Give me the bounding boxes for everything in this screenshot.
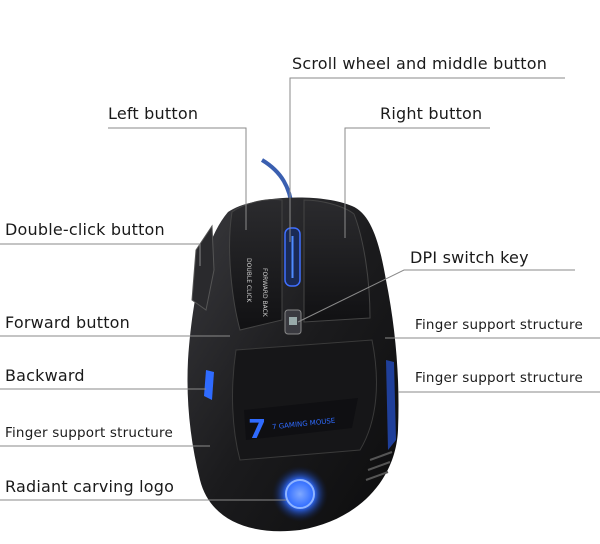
label-radiant-logo: Radiant carving logo	[5, 477, 175, 496]
logo-ring	[285, 479, 315, 509]
label-left-button: Left button	[108, 104, 199, 123]
left-button	[229, 199, 283, 331]
side-accent-left	[204, 370, 214, 400]
left-side-panel	[191, 224, 215, 311]
brand-strip	[244, 398, 358, 440]
label-scroll-wheel: Scroll wheel and middle button	[292, 54, 548, 73]
label-forward-button: Forward button	[5, 313, 131, 332]
side-accent-right	[386, 360, 396, 450]
logo-glow	[272, 466, 328, 522]
side-text-forward-back: FORWARD BACK	[261, 268, 268, 317]
label-right-button: Right button	[380, 104, 483, 123]
side-text-double-click: DOUBLE CLICK	[245, 258, 252, 303]
label-backward: Backward	[5, 366, 85, 385]
label-dpi-switch: DPI switch key	[410, 248, 529, 267]
dpi-key-cap	[289, 317, 297, 325]
label-double-click: Double-click button	[5, 220, 165, 239]
label-finger-support-right-2: Finger support structure	[415, 370, 583, 386]
label-finger-support-left: Finger support structure	[5, 425, 173, 441]
brand-glyph: 7	[248, 415, 266, 445]
leader-lines	[0, 77, 600, 501]
label-finger-support-right-1: Finger support structure	[415, 317, 583, 333]
right-button	[303, 199, 371, 323]
right-grip-stripes	[365, 451, 393, 481]
